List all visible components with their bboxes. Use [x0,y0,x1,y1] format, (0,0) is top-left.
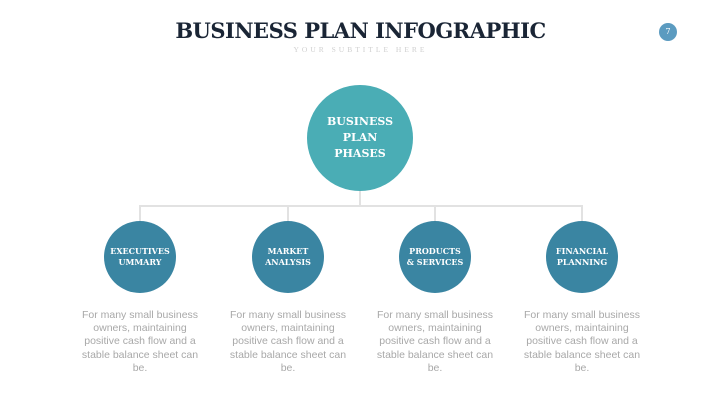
root-circle: BUSINESS PLAN PHASES [307,85,413,191]
connector-root [359,190,361,206]
connector-2 [287,205,289,222]
page-title: BUSINESS PLAN INFOGRAPHIC [175,18,546,43]
connector-horizontal [139,205,583,207]
page-number-badge: 7 [659,23,677,41]
phase-description: For many small business owners, maintain… [376,309,494,374]
phase-description: For many small business owners, maintain… [523,309,641,374]
phase-label: MARKET ANALYSIS [265,246,311,267]
phase-circle: EXECUTIVES UMMARY [104,221,176,293]
phase-circle: MARKET ANALYSIS [252,221,324,293]
phase-description: For many small business owners, maintain… [229,309,347,374]
connector-4 [581,205,583,222]
connector-1 [139,205,141,222]
connector-3 [434,205,436,222]
phase-circle: PRODUCTS & SERVICES [399,221,471,293]
phase-circle: FINANCIAL PLANNING [546,221,618,293]
phase-description: For many small business owners, maintain… [81,309,199,374]
phase-label: FINANCIAL PLANNING [555,246,609,267]
root-label: BUSINESS PLAN PHASES [326,115,394,160]
phase-label: PRODUCTS & SERVICES [406,246,464,267]
page-subtitle: YOUR SUBTITLE HERE [293,45,428,54]
phase-label: EXECUTIVES UMMARY [110,246,170,267]
